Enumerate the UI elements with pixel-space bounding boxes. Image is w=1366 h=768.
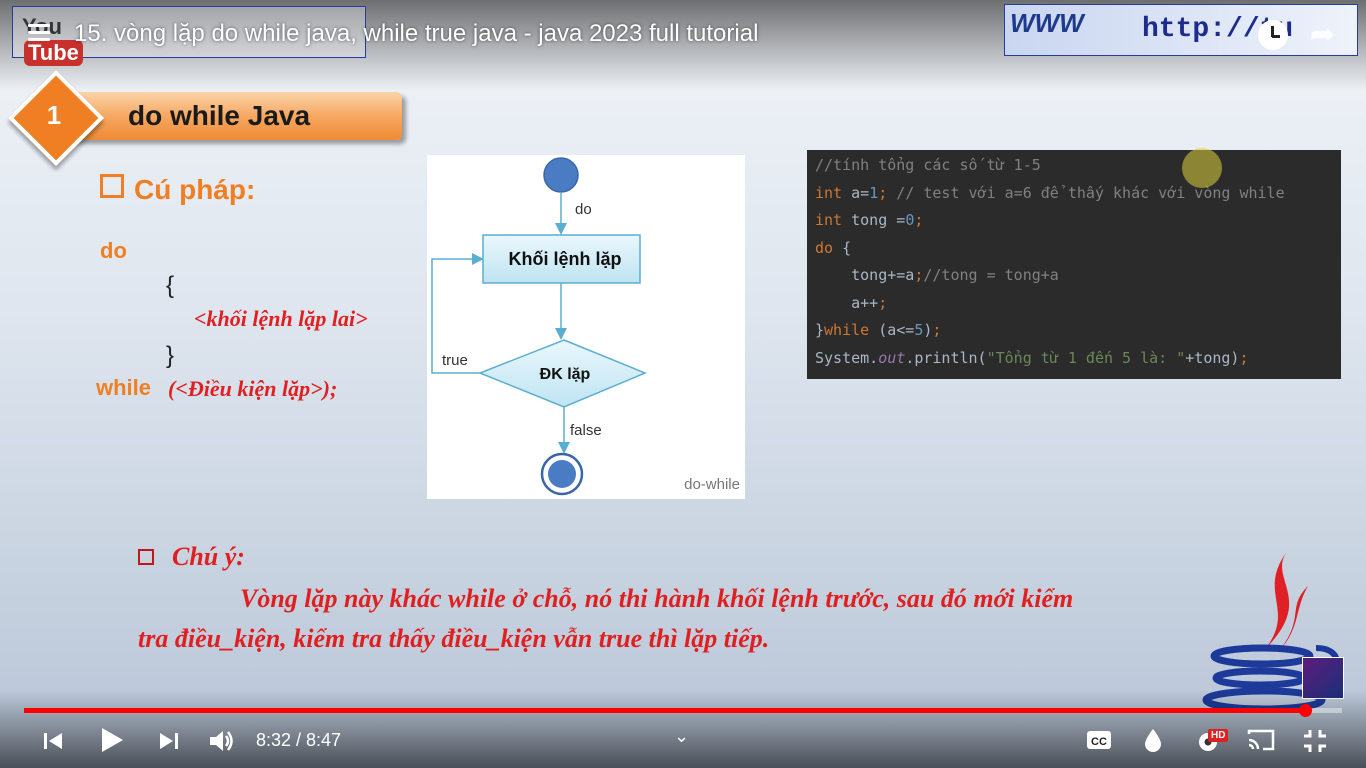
code-line: a++; xyxy=(815,294,887,312)
progress-scrubber[interactable] xyxy=(1298,704,1312,717)
site-www: WWW xyxy=(1010,8,1084,38)
end-node xyxy=(548,460,576,488)
channel-logo: YouTube xyxy=(22,14,112,66)
code-token: 0 xyxy=(905,211,915,229)
code-token: ; xyxy=(914,266,924,284)
section-number: 1 xyxy=(46,100,62,130)
code-token: int xyxy=(815,211,852,229)
arrow-loop-back xyxy=(431,253,484,374)
code-line: tong+=a;//tong = tong+a xyxy=(815,266,1059,284)
svg-text:CC: CC xyxy=(1091,736,1107,748)
logo-tube: Tube xyxy=(24,40,83,66)
code-line: do { xyxy=(815,239,851,257)
code-token: //tong = tong+a xyxy=(923,266,1059,284)
code-token: int xyxy=(815,183,852,202)
code-line: //tính tổng các số từ 1-5 xyxy=(815,156,1041,174)
video-title[interactable]: 15. vòng lặp do while java, while true j… xyxy=(74,20,759,47)
code-token: ; xyxy=(1239,348,1249,367)
clock-icon[interactable] xyxy=(1258,20,1288,50)
code-token: 5 xyxy=(914,321,924,339)
syntax-while-keyword: while xyxy=(96,375,152,400)
code-token: ; xyxy=(932,321,942,339)
label-true: true xyxy=(442,352,468,369)
code-token: while xyxy=(824,321,879,339)
syntax-block-placeholder: <khối lệnh lặp lai> xyxy=(194,306,368,331)
code-token: tong+=a xyxy=(815,266,915,284)
controls-gradient xyxy=(0,690,1366,768)
code-line: int tong =0; xyxy=(815,211,923,229)
block-label: Khối lệnh lặp xyxy=(508,249,621,269)
syntax-condition-placeholder: (<Điều kiện lặp>); xyxy=(168,376,338,401)
code-token: .println( xyxy=(905,348,987,367)
note-heading: Chú ý: xyxy=(172,542,245,571)
code-token: ; xyxy=(878,183,897,202)
code-line: }while (a<=5); xyxy=(815,321,941,339)
mouse-cursor-highlight xyxy=(1182,148,1222,188)
code-token: //tính tổng các số từ 1-5 xyxy=(815,156,1041,174)
section-header-bar xyxy=(60,92,402,140)
start-node xyxy=(543,157,579,193)
code-token: } xyxy=(815,321,825,339)
code-editor: //tính tổng các số từ 1-5 int a=1; // tes… xyxy=(807,150,1341,379)
do-while-flowchart: do Khối lệnh lặp ĐK lặp true false do-wh… xyxy=(427,155,745,499)
cast-icon[interactable] xyxy=(1246,728,1276,752)
syntax-brace-close: } xyxy=(166,342,175,369)
code-token: System. xyxy=(815,348,879,367)
code-token: // test với a=6 để thấy khác với vòng wh… xyxy=(896,183,1285,202)
label-do: do xyxy=(575,201,592,218)
block-node xyxy=(482,234,641,284)
note-bullet-icon xyxy=(138,549,154,565)
time-display: 8:32 / 8:47 xyxy=(256,730,342,750)
checkbox-bullet-icon xyxy=(100,174,124,198)
code-token: a++ xyxy=(815,293,879,312)
code-token: out xyxy=(878,348,906,367)
share-icon[interactable]: ➦ xyxy=(1310,18,1336,51)
syntax-heading: Cú pháp: xyxy=(100,174,255,206)
code-token: ; xyxy=(878,293,888,312)
ambient-icon[interactable] xyxy=(1142,727,1164,753)
site-banner xyxy=(1004,4,1358,56)
code-token: 1 xyxy=(869,183,879,202)
previous-icon[interactable] xyxy=(42,730,64,752)
code-token: (a<= xyxy=(878,321,915,339)
chevron-down-icon[interactable]: ⌄ xyxy=(674,726,690,746)
progress-fill xyxy=(24,708,1305,713)
code-line: int a=1; // test với a=6 để thấy khác vớ… xyxy=(815,184,1285,202)
condition-label: ĐK lặp xyxy=(540,366,591,383)
code-token: "Tổng từ 1 đến 5 là: " xyxy=(986,348,1186,367)
note-line-2: tra điều_kiện, kiểm tra thấy điều_kiện v… xyxy=(138,624,770,653)
hd-badge: HD xyxy=(1208,729,1229,742)
syntax-heading-text: Cú pháp: xyxy=(134,174,256,205)
code-token: +tong) xyxy=(1185,348,1240,367)
code-token: a= xyxy=(851,183,870,202)
code-token: tong = xyxy=(851,211,906,229)
label-false: false xyxy=(570,422,602,439)
code-token: ; xyxy=(914,211,924,229)
syntax-do-keyword: do xyxy=(100,238,127,263)
section-title: do while Java xyxy=(128,100,311,131)
captions-icon[interactable]: CC xyxy=(1086,730,1112,750)
code-line: System.out.println("Tổng từ 1 đến 5 là: … xyxy=(815,349,1249,367)
exit-fullscreen-icon[interactable] xyxy=(1302,728,1328,754)
volume-icon[interactable] xyxy=(208,728,236,754)
code-token: do xyxy=(815,238,843,257)
syntax-brace-open: { xyxy=(166,272,175,299)
note-line-1: Vòng lặp này khác while ở chỗ, nó thi hà… xyxy=(240,584,1074,613)
menu-icon[interactable] xyxy=(28,24,50,42)
code-token: ) xyxy=(923,321,933,339)
code-token: { xyxy=(842,238,852,257)
play-icon[interactable] xyxy=(98,726,126,754)
flowchart-caption: do-while xyxy=(684,476,740,493)
next-icon[interactable] xyxy=(158,730,180,752)
